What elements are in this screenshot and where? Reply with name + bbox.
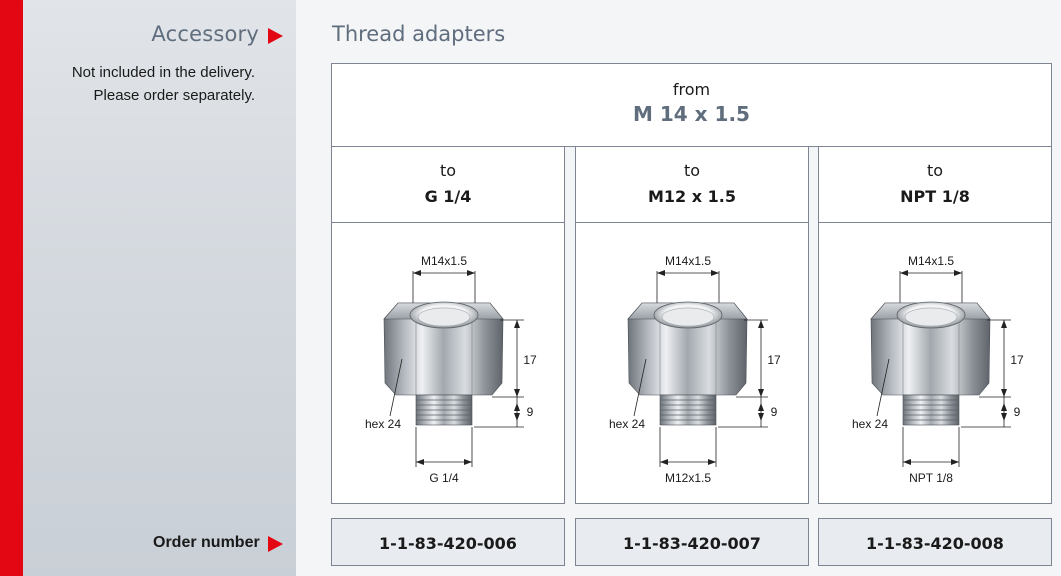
dim-height-upper: 17 (1010, 353, 1024, 367)
order-number-value: 1-1-83-420-008 (866, 534, 1004, 553)
dim-top-label: M14x1.5 (665, 254, 711, 268)
to-thread-box: to NPT 1/8 (818, 146, 1052, 223)
adapter-illustration: M14x1.5 17 9 hex 24 M12x1.5 (609, 254, 781, 485)
to-thread-value: NPT 1/8 (900, 187, 970, 206)
order-number-value: 1-1-83-420-006 (379, 534, 517, 553)
to-label: to (683, 161, 701, 180)
adapter-illustration: M14x1.5 17 9 hex 24 G 1/4 (365, 254, 537, 485)
dim-bottom-label: M12x1.5 (665, 471, 711, 485)
to-thread-box: to G 1/4 (331, 146, 565, 223)
triangle-arrow-icon (268, 536, 283, 552)
dim-height-lower: 9 (771, 405, 778, 419)
to-label: to (926, 161, 944, 180)
hex-size-label: hex 24 (365, 417, 401, 431)
accessory-heading: Accessory (151, 22, 259, 46)
dim-height-lower: 9 (527, 405, 534, 419)
red-accent-bar (0, 0, 23, 576)
to-thread-box: to M12 x 1.5 (575, 146, 809, 223)
from-thread-value: M 14 x 1.5 (633, 102, 750, 126)
delivery-note: Not included in the delivery. Please ord… (72, 61, 255, 107)
dim-bottom-label: G 1/4 (429, 471, 459, 485)
adapter-illustration: M14x1.5 17 9 hex 24 NPT 1/8 (852, 254, 1024, 485)
hex-size-label: hex 24 (852, 417, 888, 431)
to-thread-value: G 1/4 (424, 187, 472, 206)
note-line-2: Please order separately. (93, 87, 255, 104)
dim-height-upper: 17 (523, 353, 537, 367)
note-line-1: Not included in the delivery. (71, 64, 255, 81)
to-thread-value: M12 x 1.5 (648, 187, 736, 206)
order-number-heading: Order number (153, 534, 260, 551)
dim-bottom-label: NPT 1/8 (909, 471, 953, 485)
dim-height-lower: 9 (1014, 405, 1021, 419)
section-title: Thread adapters (332, 22, 506, 46)
adapter-drawing: M14x1.5 17 9 hex 24 G 1/4 (331, 222, 565, 504)
order-number-value: 1-1-83-420-007 (623, 534, 761, 553)
from-label: from (672, 80, 711, 99)
dim-top-label: M14x1.5 (908, 254, 954, 268)
dim-height-upper: 17 (767, 353, 781, 367)
order-number-cell: 1-1-83-420-006 (331, 518, 565, 566)
adapter-drawing: M14x1.5 17 9 hex 24 NPT 1/8 (818, 222, 1052, 504)
from-thread-box: from M 14 x 1.5 (331, 63, 1052, 147)
hex-size-label: hex 24 (609, 417, 645, 431)
order-number-cell: 1-1-83-420-007 (575, 518, 809, 566)
left-panel (23, 0, 296, 576)
adapter-drawing: M14x1.5 17 9 hex 24 M12x1.5 (575, 222, 809, 504)
order-number-cell: 1-1-83-420-008 (818, 518, 1052, 566)
triangle-arrow-icon (268, 28, 283, 44)
to-label: to (439, 161, 457, 180)
dim-top-label: M14x1.5 (421, 254, 467, 268)
